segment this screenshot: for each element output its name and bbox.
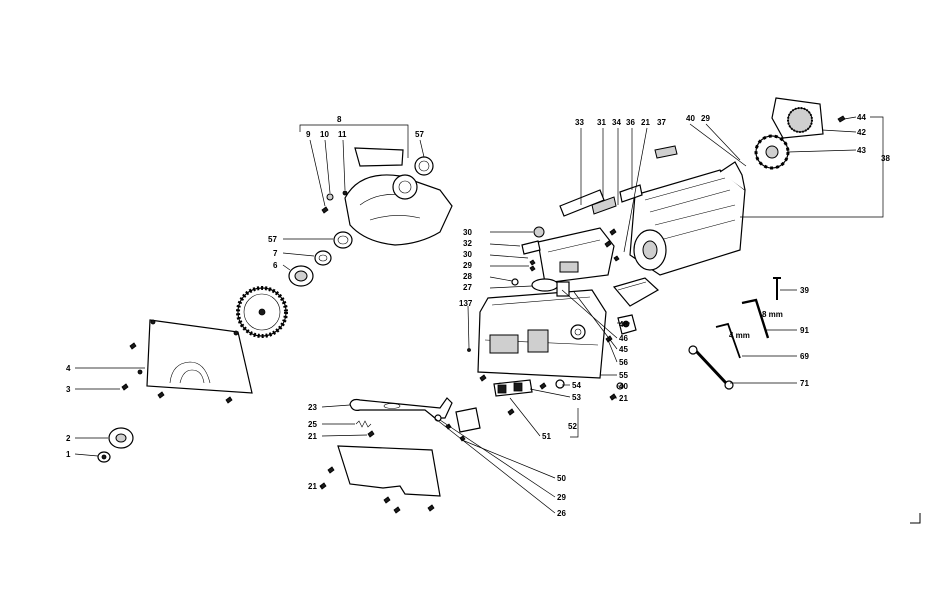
callout-137: 137 (459, 299, 473, 308)
callout-21-lower: 21 (308, 432, 317, 441)
callout-28: 28 (463, 272, 472, 281)
callout-39: 39 (800, 286, 809, 295)
callout-46: 46 (619, 334, 628, 343)
callout-40-bottom: 40 (619, 382, 628, 391)
switch-knob (617, 314, 637, 335)
callout-91: 91 (800, 326, 809, 335)
callout-38: 38 (881, 154, 890, 163)
blade-guard (344, 147, 453, 246)
callout-30-b: 30 (463, 250, 472, 259)
callout-34: 34 (612, 118, 621, 127)
callout-23: 23 (308, 403, 317, 412)
callout-57-upper: 57 (415, 130, 424, 139)
main-housing (477, 289, 607, 379)
callout-40-top: 40 (686, 114, 695, 123)
guide-bar (349, 397, 453, 419)
callout-4: 4 (66, 364, 71, 373)
callout-32: 32 (463, 239, 472, 248)
callout-10: 10 (320, 130, 329, 139)
callout-56: 56 (619, 358, 628, 367)
callout-55: 55 (619, 371, 628, 380)
hex-key-4mm (715, 322, 741, 359)
wrench-size-4mm: 4 mm (729, 331, 750, 340)
capacitor (531, 278, 559, 292)
motor (629, 161, 746, 276)
callout-2: 2 (66, 434, 71, 443)
base-screws (121, 342, 233, 404)
leader-lines (74, 116, 884, 514)
callout-27: 27 (463, 283, 472, 292)
switch-box (537, 227, 615, 284)
callout-6: 6 (273, 261, 278, 270)
callout-11: 11 (338, 130, 347, 139)
callout-29-mid: 29 (463, 261, 472, 270)
callout-50: 50 (557, 474, 566, 483)
blade-collar-7 (314, 250, 332, 266)
guard-fasteners (321, 190, 348, 214)
callout-44: 44 (857, 113, 866, 122)
callout-8: 8 (337, 115, 342, 124)
spanner-71 (688, 345, 734, 390)
brush-holder (556, 277, 660, 307)
spring-25 (355, 420, 372, 428)
corner-mark (910, 513, 921, 524)
callout-30-a: 30 (463, 228, 472, 237)
callout-1: 1 (66, 450, 71, 459)
callout-48: 48 (619, 320, 628, 329)
fan-cover (771, 97, 824, 139)
callout-31: 31 (597, 118, 606, 127)
base-plate (137, 319, 253, 394)
callout-21-right: 21 (619, 394, 628, 403)
callout-9: 9 (306, 130, 311, 139)
callout-69: 69 (800, 352, 809, 361)
fan-wheel (754, 134, 790, 170)
callout-36: 36 (626, 118, 635, 127)
plates-31-33-34 (559, 145, 678, 217)
wrench-size-8mm: 8 mm (762, 310, 783, 319)
terminal-block (493, 379, 565, 397)
callout-45: 45 (619, 345, 628, 354)
callout-29-top: 29 (701, 114, 710, 123)
callout-43: 43 (857, 146, 866, 155)
callout-21-top: 21 (641, 118, 650, 127)
blade-flange-6 (288, 265, 314, 287)
callout-3: 3 (66, 385, 71, 394)
arbor-screw (97, 451, 111, 463)
ring-57-lower (333, 231, 353, 249)
callout-21-bottom: 21 (308, 482, 317, 491)
cover-screw (837, 115, 846, 123)
callout-71: 71 (800, 379, 809, 388)
hex-key-39 (773, 277, 781, 300)
callout-51: 51 (542, 432, 551, 441)
saw-blade (236, 286, 288, 338)
callout-7: 7 (273, 249, 278, 258)
callout-26: 26 (557, 509, 566, 518)
cover-plate (319, 430, 441, 514)
callout-53: 53 (572, 393, 581, 402)
callout-52: 52 (568, 422, 577, 431)
callout-54: 54 (572, 381, 581, 390)
callout-25: 25 (308, 420, 317, 429)
callout-labels: 1 2 3 4 6 7 57 8 9 10 11 57 33 31 34 36 … (66, 113, 890, 518)
callout-29-bottom: 29 (557, 493, 566, 502)
callout-42: 42 (857, 128, 866, 137)
ring-57-upper (414, 156, 434, 176)
callout-57-lower: 57 (268, 235, 277, 244)
callout-37: 37 (657, 118, 666, 127)
callout-33: 33 (575, 118, 584, 127)
flange-washer (108, 427, 134, 449)
hex-key-8mm (741, 298, 770, 339)
